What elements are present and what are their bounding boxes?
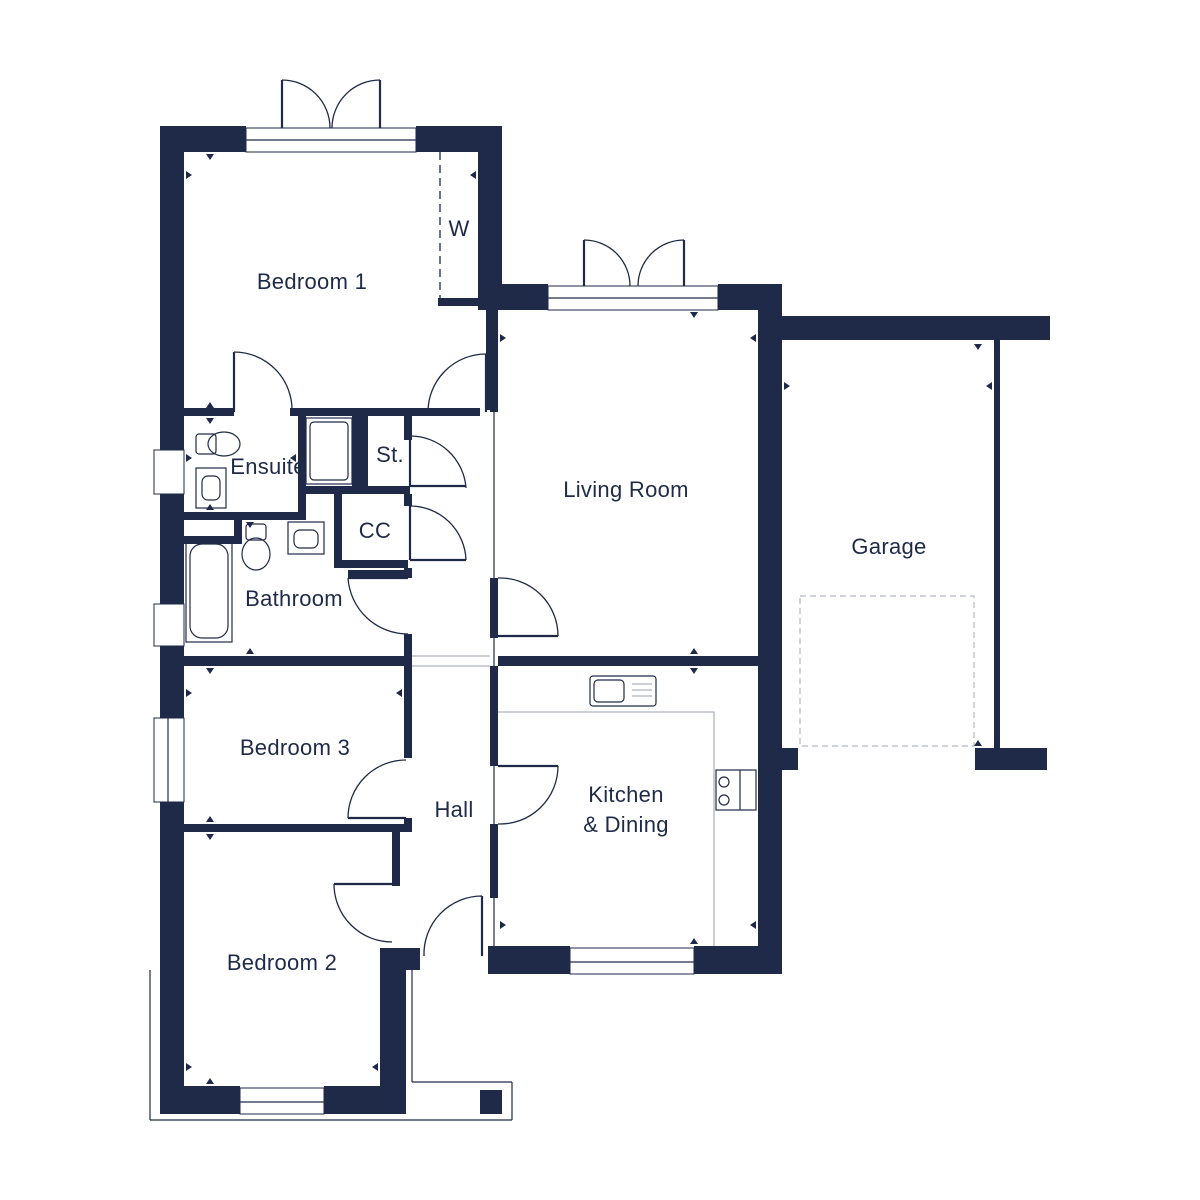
- dimension-arrows: [186, 154, 992, 1084]
- exterior-walls: [160, 126, 1050, 1114]
- label-living-room: Living Room: [563, 477, 689, 502]
- label-kitchen-line2: & Dining: [583, 812, 669, 837]
- label-ensuite: Ensuite: [230, 454, 305, 479]
- room-labels: Bedroom 1 W Ensuite St. CC Bathroom Livi…: [227, 216, 926, 975]
- label-hall: Hall: [434, 797, 473, 822]
- label-wardrobe: W: [448, 216, 469, 241]
- label-bedroom-1: Bedroom 1: [257, 269, 367, 294]
- label-store: St.: [376, 442, 404, 467]
- label-bedroom-3: Bedroom 3: [240, 735, 350, 760]
- interior-walls: [184, 298, 758, 898]
- label-bathroom: Bathroom: [245, 586, 343, 611]
- label-kitchen-line1: Kitchen: [588, 782, 663, 807]
- label-garage: Garage: [851, 534, 926, 559]
- label-cupboard: CC: [359, 518, 391, 543]
- doors: [232, 79, 686, 957]
- windows: [153, 127, 719, 1115]
- label-bedroom-2: Bedroom 2: [227, 950, 337, 975]
- fixtures: [185, 152, 975, 811]
- outline-lines: [149, 310, 715, 1121]
